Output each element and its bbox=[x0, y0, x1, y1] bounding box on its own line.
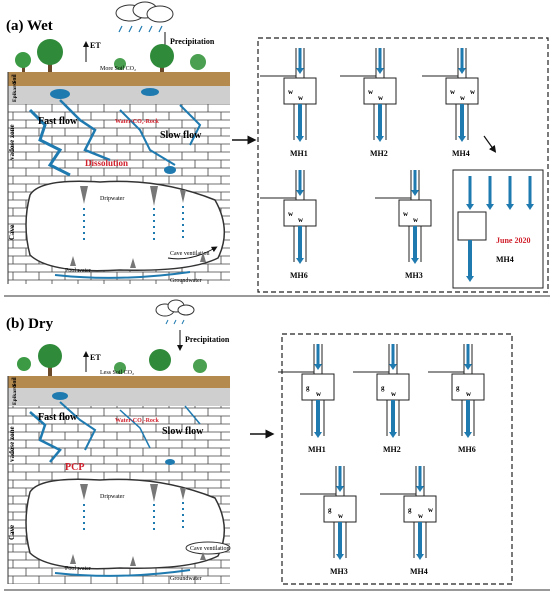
dripwater-label: Dripwater bbox=[100, 494, 124, 500]
precip-label: Precipitation bbox=[170, 37, 215, 46]
reservoir-letter: w bbox=[298, 94, 304, 102]
epikarst-layer bbox=[8, 388, 230, 406]
zone-cave-label: Cave bbox=[8, 225, 16, 240]
site-label: MH1 bbox=[308, 445, 326, 454]
et-label: ET bbox=[90, 353, 101, 362]
dry-inset-box bbox=[281, 333, 513, 585]
zone-soil-label: Soil bbox=[12, 74, 18, 84]
panel-dry: (b) Dry Precipitation ET Less Soil CO₂ S… bbox=[4, 299, 550, 591]
precip-label: Precipitation bbox=[185, 335, 230, 344]
zone-cave-label: Cave bbox=[8, 525, 16, 540]
process-label: Dissolution bbox=[85, 158, 128, 168]
panel-title: (a) Wet bbox=[6, 18, 53, 34]
soil-co2-label: Less Soil CO₂ bbox=[100, 370, 134, 376]
reservoir-letter: w bbox=[418, 512, 424, 520]
june-site-label: MH4 bbox=[496, 255, 514, 264]
reservoir-letter: w bbox=[460, 94, 466, 102]
zone-vadose-label: vadose zone bbox=[8, 426, 16, 462]
site-label: MH4 bbox=[410, 567, 428, 576]
cloud-icon bbox=[155, 299, 195, 325]
reservoir-letter: w bbox=[403, 210, 409, 218]
site-label: MH2 bbox=[383, 445, 401, 454]
site-label: MH1 bbox=[290, 149, 308, 158]
pool-water-label: Pool water bbox=[65, 268, 91, 274]
site-label: MH3 bbox=[405, 271, 423, 280]
soil-layer bbox=[8, 72, 230, 86]
panel-title: (b) Dry bbox=[6, 316, 54, 332]
fast-flow-label: Fast flow bbox=[38, 412, 78, 423]
cave-chamber bbox=[25, 180, 225, 272]
reservoir-letter: w bbox=[378, 94, 384, 102]
cave-ventilation-label: Cave ventilation bbox=[170, 251, 210, 257]
reservoir-letter: g bbox=[456, 384, 460, 392]
trees bbox=[15, 39, 206, 74]
reservoir-letter: g bbox=[328, 506, 332, 514]
cave-ventilation-label: Cave ventilation bbox=[190, 546, 230, 552]
zone-epikarst-label: Epikarst bbox=[12, 81, 18, 102]
reservoir-letter: w bbox=[428, 506, 434, 514]
site-label: MH6 bbox=[458, 445, 476, 454]
panel-wet: (a) Wet Precipitation ET More Soil CO₂ bbox=[4, 1, 550, 297]
reservoir-letter: w bbox=[288, 88, 294, 96]
wet-inset-box bbox=[257, 37, 549, 293]
reservoir-letter: w bbox=[391, 390, 397, 398]
trees bbox=[17, 344, 207, 376]
reservoir-letter: w bbox=[466, 390, 472, 398]
june-inset-box bbox=[452, 169, 544, 289]
reservoir-letter: w bbox=[288, 210, 294, 218]
dripwater-label: Dripwater bbox=[100, 196, 124, 202]
process-label: PCP bbox=[65, 462, 84, 473]
reservoir-letter: g bbox=[306, 384, 310, 392]
reservoir-letter: w bbox=[368, 88, 374, 96]
site-label: MH2 bbox=[370, 149, 388, 158]
et-label: ET bbox=[90, 41, 101, 50]
soil-co2-label: More Soil CO₂ bbox=[100, 66, 136, 72]
reservoir-letter: w bbox=[450, 88, 456, 96]
fast-flow-label: Fast flow bbox=[38, 116, 78, 127]
site-label: MH3 bbox=[330, 567, 348, 576]
water-co2-rock-label: Water-CO₂-Rock bbox=[115, 119, 160, 125]
slow-flow-label: Slow flow bbox=[160, 130, 202, 141]
reservoir-letter: w bbox=[338, 512, 344, 520]
reservoir-letter: w bbox=[298, 216, 304, 224]
reservoir-letter: g bbox=[381, 384, 385, 392]
reservoir-letter: w bbox=[316, 390, 322, 398]
reservoir-letter: w bbox=[470, 88, 476, 96]
site-label: MH6 bbox=[290, 271, 308, 280]
zone-vadose-label: vadose zone bbox=[8, 124, 16, 160]
zone-epikarst-label: Epikarst bbox=[12, 384, 18, 405]
reservoir-june bbox=[457, 176, 534, 282]
groundwater-label: Groundwater bbox=[170, 576, 202, 582]
epikarst-layer bbox=[8, 86, 230, 104]
water-co2-rock-label: Water-CO₂-Rock bbox=[115, 418, 160, 424]
groundwater-label: Groundwater bbox=[170, 278, 202, 284]
june-label: June 2020 bbox=[496, 236, 530, 245]
slow-flow-label: Slow flow bbox=[162, 426, 204, 437]
pool-water-label: Pool water bbox=[65, 566, 91, 572]
reservoir-letter: g bbox=[408, 506, 412, 514]
site-label: MH4 bbox=[452, 149, 470, 158]
cloud-icon bbox=[115, 1, 174, 33]
cave-chamber bbox=[25, 478, 225, 570]
zone-soil-label: Soil bbox=[12, 377, 18, 387]
soil-layer bbox=[8, 376, 230, 388]
reservoir-letter: w bbox=[413, 216, 419, 224]
